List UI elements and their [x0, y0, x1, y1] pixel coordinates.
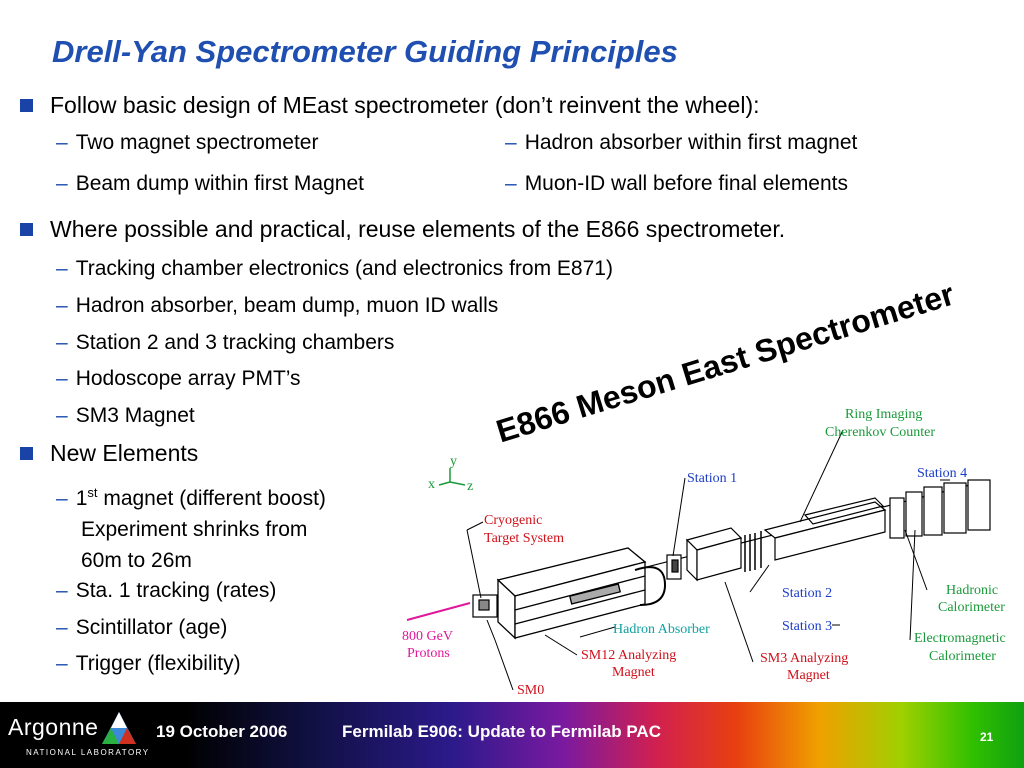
- spectrometer-diagram: y x z Ring Imaging Cherenkov Counter Sta…: [402, 407, 1006, 698]
- sub-bullet: –Beam dump within first Magnet: [56, 172, 364, 195]
- label-station3: Station 3: [782, 619, 832, 634]
- axis-indicator: [438, 468, 466, 486]
- station4-calorimeters: [889, 479, 991, 539]
- label-station4: Station 4: [917, 466, 967, 481]
- sub-bullet-text: SM3 Magnet: [75, 404, 195, 427]
- sub-bullet-text: Tracking chamber electronics (and electr…: [75, 257, 613, 280]
- sub-bullet: –Sta. 1 tracking (rates): [56, 579, 277, 602]
- label-em-cal: Electromagnetic: [914, 631, 1006, 646]
- sub-bullet-text: Experiment shrinks from: [81, 518, 308, 541]
- argonne-logo: Argonne NATIONAL LABORATORY: [8, 712, 148, 757]
- axis-z-label: z: [467, 479, 473, 494]
- label-sm0: SM0: [517, 683, 544, 698]
- sub-bullet: –Station 2 and 3 tracking chambers: [56, 331, 395, 354]
- label-station1: Station 1: [687, 471, 737, 486]
- sub-bullet: –Trigger (flexibility): [56, 652, 241, 675]
- label-beam: 800 GeV: [402, 629, 453, 644]
- bullet-reuse-e866: Where possible and practical, reuse elem…: [20, 216, 785, 243]
- axis-x-label: x: [428, 477, 435, 492]
- sub-bullet: –Two magnet spectrometer: [56, 131, 319, 154]
- label-cryogenic: Target System: [484, 531, 564, 546]
- sub-bullet-text: Beam dump within first Magnet: [75, 172, 364, 195]
- page-number: 21: [980, 730, 994, 744]
- absorber-tube: [763, 497, 887, 561]
- sub-bullet: –Scintillator (age): [56, 616, 228, 639]
- sub-bullet-text: Scintillator (age): [75, 616, 228, 639]
- label-rich: Cherenkov Counter: [825, 425, 935, 440]
- logo-subtitle: NATIONAL LABORATORY: [26, 748, 150, 757]
- square-bullet-icon: [20, 223, 33, 236]
- argonne-triangle-icon: [102, 712, 136, 744]
- square-bullet-icon: [20, 99, 33, 112]
- bullet-new-elements: New Elements: [20, 440, 198, 467]
- sub-bullet: –Muon-ID wall before final elements: [505, 172, 849, 195]
- bullet-text: Where possible and practical, reuse elem…: [50, 216, 786, 242]
- sub-bullet-text: Hadron absorber within first magnet: [524, 131, 858, 154]
- label-sm3: Magnet: [787, 668, 830, 683]
- sub-bullet-text: 1: [75, 487, 88, 510]
- footer-title: Fermilab E906: Update to Fermilab PAC: [342, 722, 661, 741]
- square-bullet-icon: [20, 447, 33, 460]
- label-sm12: SM12 Analyzing: [581, 648, 676, 663]
- target-block: [472, 594, 498, 618]
- sub-bullet-text: 60m to 26m: [81, 549, 192, 572]
- bullet-text: New Elements: [50, 440, 199, 466]
- label-cryogenic: Cryogenic: [484, 513, 542, 528]
- sm3-magnet-shape: [685, 527, 743, 582]
- sub-bullet-text: magnet (different boost): [97, 487, 326, 510]
- sub-bullet-text: Two magnet spectrometer: [75, 131, 319, 154]
- label-hadron-absorber: Hadron Absorber: [613, 622, 710, 637]
- slide-title: Drell-Yan Spectrometer Guiding Principle…: [52, 34, 678, 69]
- sub-bullet: –Hodoscope array PMT’s: [56, 367, 301, 390]
- footer-date: 19 October 2006: [156, 722, 288, 741]
- superscript: st: [87, 485, 98, 500]
- label-hadronic-cal: Hadronic: [946, 583, 998, 598]
- axis-y-label: y: [450, 454, 457, 469]
- station2-3-stack: [744, 531, 762, 572]
- bullet-text: Follow basic design of MEast spectromete…: [50, 92, 760, 118]
- sub-bullet: –Hadron absorber, beam dump, muon ID wal…: [56, 294, 499, 317]
- logo-text: Argonne: [8, 714, 99, 740]
- sub-bullet-first-magnet: –1st magnet (different boost) Experiment…: [56, 485, 326, 572]
- label-beam: Protons: [407, 646, 450, 661]
- leader-lines: [466, 429, 950, 691]
- proton-beam-arrow: [406, 602, 471, 621]
- label-hadronic-cal: Calorimeter: [938, 600, 1005, 615]
- sub-bullet-text: Hadron absorber, beam dump, muon ID wall…: [75, 294, 499, 317]
- bullet-reuse-design: Follow basic design of MEast spectromete…: [20, 92, 760, 119]
- sm12-magnet-shape: [496, 547, 647, 640]
- sub-bullet: –SM3 Magnet: [56, 404, 195, 427]
- label-rich: Ring Imaging: [845, 407, 922, 422]
- sub-bullet-text: Muon-ID wall before final elements: [524, 172, 849, 195]
- label-station2: Station 2: [782, 586, 832, 601]
- label-em-cal: Calorimeter: [929, 649, 996, 664]
- sub-bullet-text: Trigger (flexibility): [75, 652, 241, 675]
- label-sm3: SM3 Analyzing: [760, 651, 848, 666]
- sub-bullet-text: Sta. 1 tracking (rates): [75, 579, 277, 602]
- station1-chamber: [666, 554, 682, 580]
- magnet-coil: [634, 566, 667, 606]
- sub-bullet-text: Station 2 and 3 tracking chambers: [75, 331, 395, 354]
- sub-bullet: –Hadron absorber within first magnet: [505, 131, 858, 154]
- label-sm12: Magnet: [612, 665, 655, 680]
- sub-bullet: –Tracking chamber electronics (and elect…: [56, 257, 613, 280]
- footer-bar: Argonne NATIONAL LABORATORY 19 October 2…: [0, 702, 1024, 768]
- sub-bullet-text: Hodoscope array PMT’s: [75, 367, 301, 390]
